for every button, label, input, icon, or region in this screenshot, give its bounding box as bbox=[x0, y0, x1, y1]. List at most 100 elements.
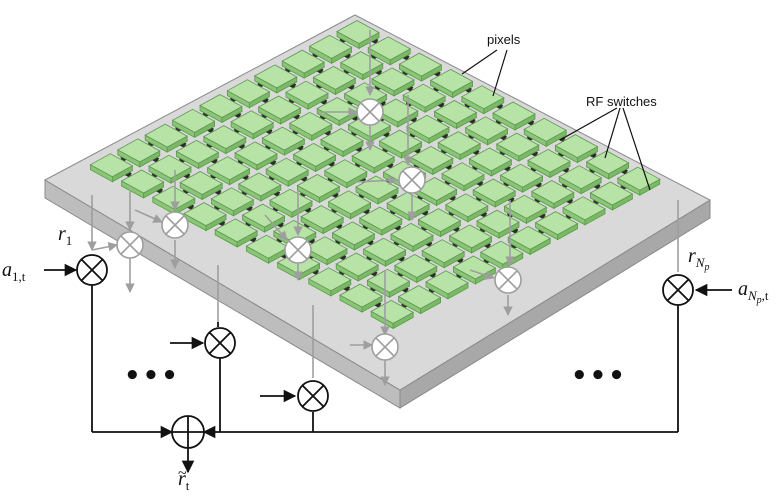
pixel-patch bbox=[241, 203, 286, 228]
grey-mixer-icon bbox=[371, 333, 399, 361]
pixel-patch bbox=[144, 123, 189, 148]
pixel-patch bbox=[464, 116, 509, 141]
pixel-patch bbox=[366, 268, 411, 293]
grey-mixer-icon bbox=[161, 211, 189, 239]
r1-label: r1 bbox=[58, 223, 72, 248]
rf-switches-label: RF switches bbox=[586, 94, 657, 109]
grey-mixer-icon bbox=[398, 166, 426, 194]
pixel-patch bbox=[398, 52, 443, 77]
pixel-patch bbox=[245, 234, 290, 259]
pixel-patch bbox=[308, 34, 353, 59]
pixel-patch bbox=[358, 206, 403, 231]
pixel-patch bbox=[499, 163, 544, 188]
pixel-patch bbox=[116, 138, 161, 163]
pixel-patch bbox=[397, 285, 442, 310]
pixel-patch bbox=[339, 283, 383, 308]
multiplier-a1 bbox=[76, 254, 108, 286]
pixel-patch bbox=[393, 254, 438, 278]
pixel-patch bbox=[444, 193, 489, 218]
pixel-patch bbox=[226, 79, 271, 104]
pixels-label: pixels bbox=[487, 32, 521, 47]
pixel-patch bbox=[199, 94, 243, 118]
rNp-label: rNp bbox=[688, 245, 709, 273]
pixel-patch bbox=[421, 239, 466, 264]
pixel-patch bbox=[206, 156, 251, 181]
pixel-patch bbox=[417, 208, 462, 233]
pixel-patch bbox=[554, 134, 599, 159]
adder bbox=[171, 415, 205, 449]
pixel-patch bbox=[312, 65, 357, 90]
pixel-patch bbox=[468, 147, 513, 172]
grey-mixer-icon bbox=[494, 266, 522, 294]
pixel-patch bbox=[336, 20, 380, 44]
pixel-patch bbox=[437, 131, 482, 156]
pixel-patch bbox=[175, 139, 220, 164]
pixel-patch bbox=[285, 80, 329, 105]
multiplier-mid-2 bbox=[297, 380, 329, 412]
callout-lines bbox=[461, 49, 651, 191]
pixel-patch bbox=[89, 153, 134, 178]
pixel-patch bbox=[409, 145, 454, 170]
pixel-patch bbox=[351, 144, 396, 169]
ellipsis-left: ••• bbox=[124, 361, 180, 391]
pixel-patch bbox=[120, 169, 165, 194]
pixel-patch bbox=[335, 252, 380, 277]
pixel-patch bbox=[320, 128, 364, 153]
pixel-array bbox=[89, 20, 661, 330]
pixel-patch bbox=[307, 267, 352, 292]
pixel-patch bbox=[429, 68, 474, 93]
pixel-patch bbox=[171, 108, 216, 133]
pixel-patch bbox=[425, 270, 469, 295]
pixel-patch bbox=[202, 125, 247, 150]
pixel-patch bbox=[327, 190, 372, 215]
pixel-patch bbox=[433, 100, 478, 124]
internal-mixers bbox=[116, 98, 522, 361]
pixel-patch bbox=[253, 64, 298, 89]
rt-tilde-label: rt bbox=[178, 468, 190, 493]
pixel-patch bbox=[530, 180, 575, 204]
pixel-patch bbox=[183, 202, 227, 227]
pixel-patch bbox=[234, 141, 278, 166]
ellipsis-right: ••• bbox=[571, 361, 627, 391]
internal-feed-network bbox=[87, 30, 679, 386]
pixel-patch bbox=[339, 51, 384, 76]
grey-mixer-icon bbox=[116, 231, 144, 259]
pixel-patch bbox=[527, 148, 571, 173]
grey-mixer-icon bbox=[356, 98, 384, 126]
pixel-patch bbox=[558, 165, 603, 190]
multiplier-aNp bbox=[662, 274, 694, 306]
pixel-patch bbox=[523, 117, 568, 142]
pixel-patch bbox=[179, 171, 224, 195]
pixel-patch bbox=[371, 67, 415, 92]
pixel-patch bbox=[257, 95, 302, 120]
pixel-patch bbox=[492, 101, 536, 126]
pixel-patch bbox=[402, 83, 447, 108]
pixel-patch bbox=[448, 224, 493, 249]
pixel-patch bbox=[323, 159, 368, 184]
pixel-patch bbox=[367, 36, 412, 61]
pixel-patch bbox=[585, 150, 630, 175]
pixel-patch bbox=[292, 142, 337, 167]
pixel-patch bbox=[472, 178, 517, 203]
aNpt-label: aNp,t bbox=[738, 278, 769, 306]
a1t-label: a1,t bbox=[2, 259, 26, 284]
pixel-patch bbox=[495, 132, 540, 157]
rt-tilde-accent: ~ bbox=[178, 465, 187, 482]
pixel-patch bbox=[214, 218, 259, 243]
pixel-patch bbox=[503, 194, 548, 219]
pixel-patch bbox=[507, 225, 552, 250]
pixel-patch bbox=[265, 157, 310, 182]
pixel-patch bbox=[616, 166, 661, 191]
pixel-patch bbox=[441, 162, 485, 187]
pixel-patch bbox=[370, 299, 415, 324]
output-combining-network bbox=[44, 263, 732, 474]
pixel-patch bbox=[378, 129, 423, 154]
pixel-patch bbox=[589, 181, 634, 206]
pixel-patch bbox=[362, 237, 407, 262]
pixel-patch bbox=[460, 85, 505, 110]
pixel-patch bbox=[304, 236, 348, 261]
pixel-patch bbox=[534, 211, 579, 236]
pixel-patch bbox=[237, 172, 282, 197]
